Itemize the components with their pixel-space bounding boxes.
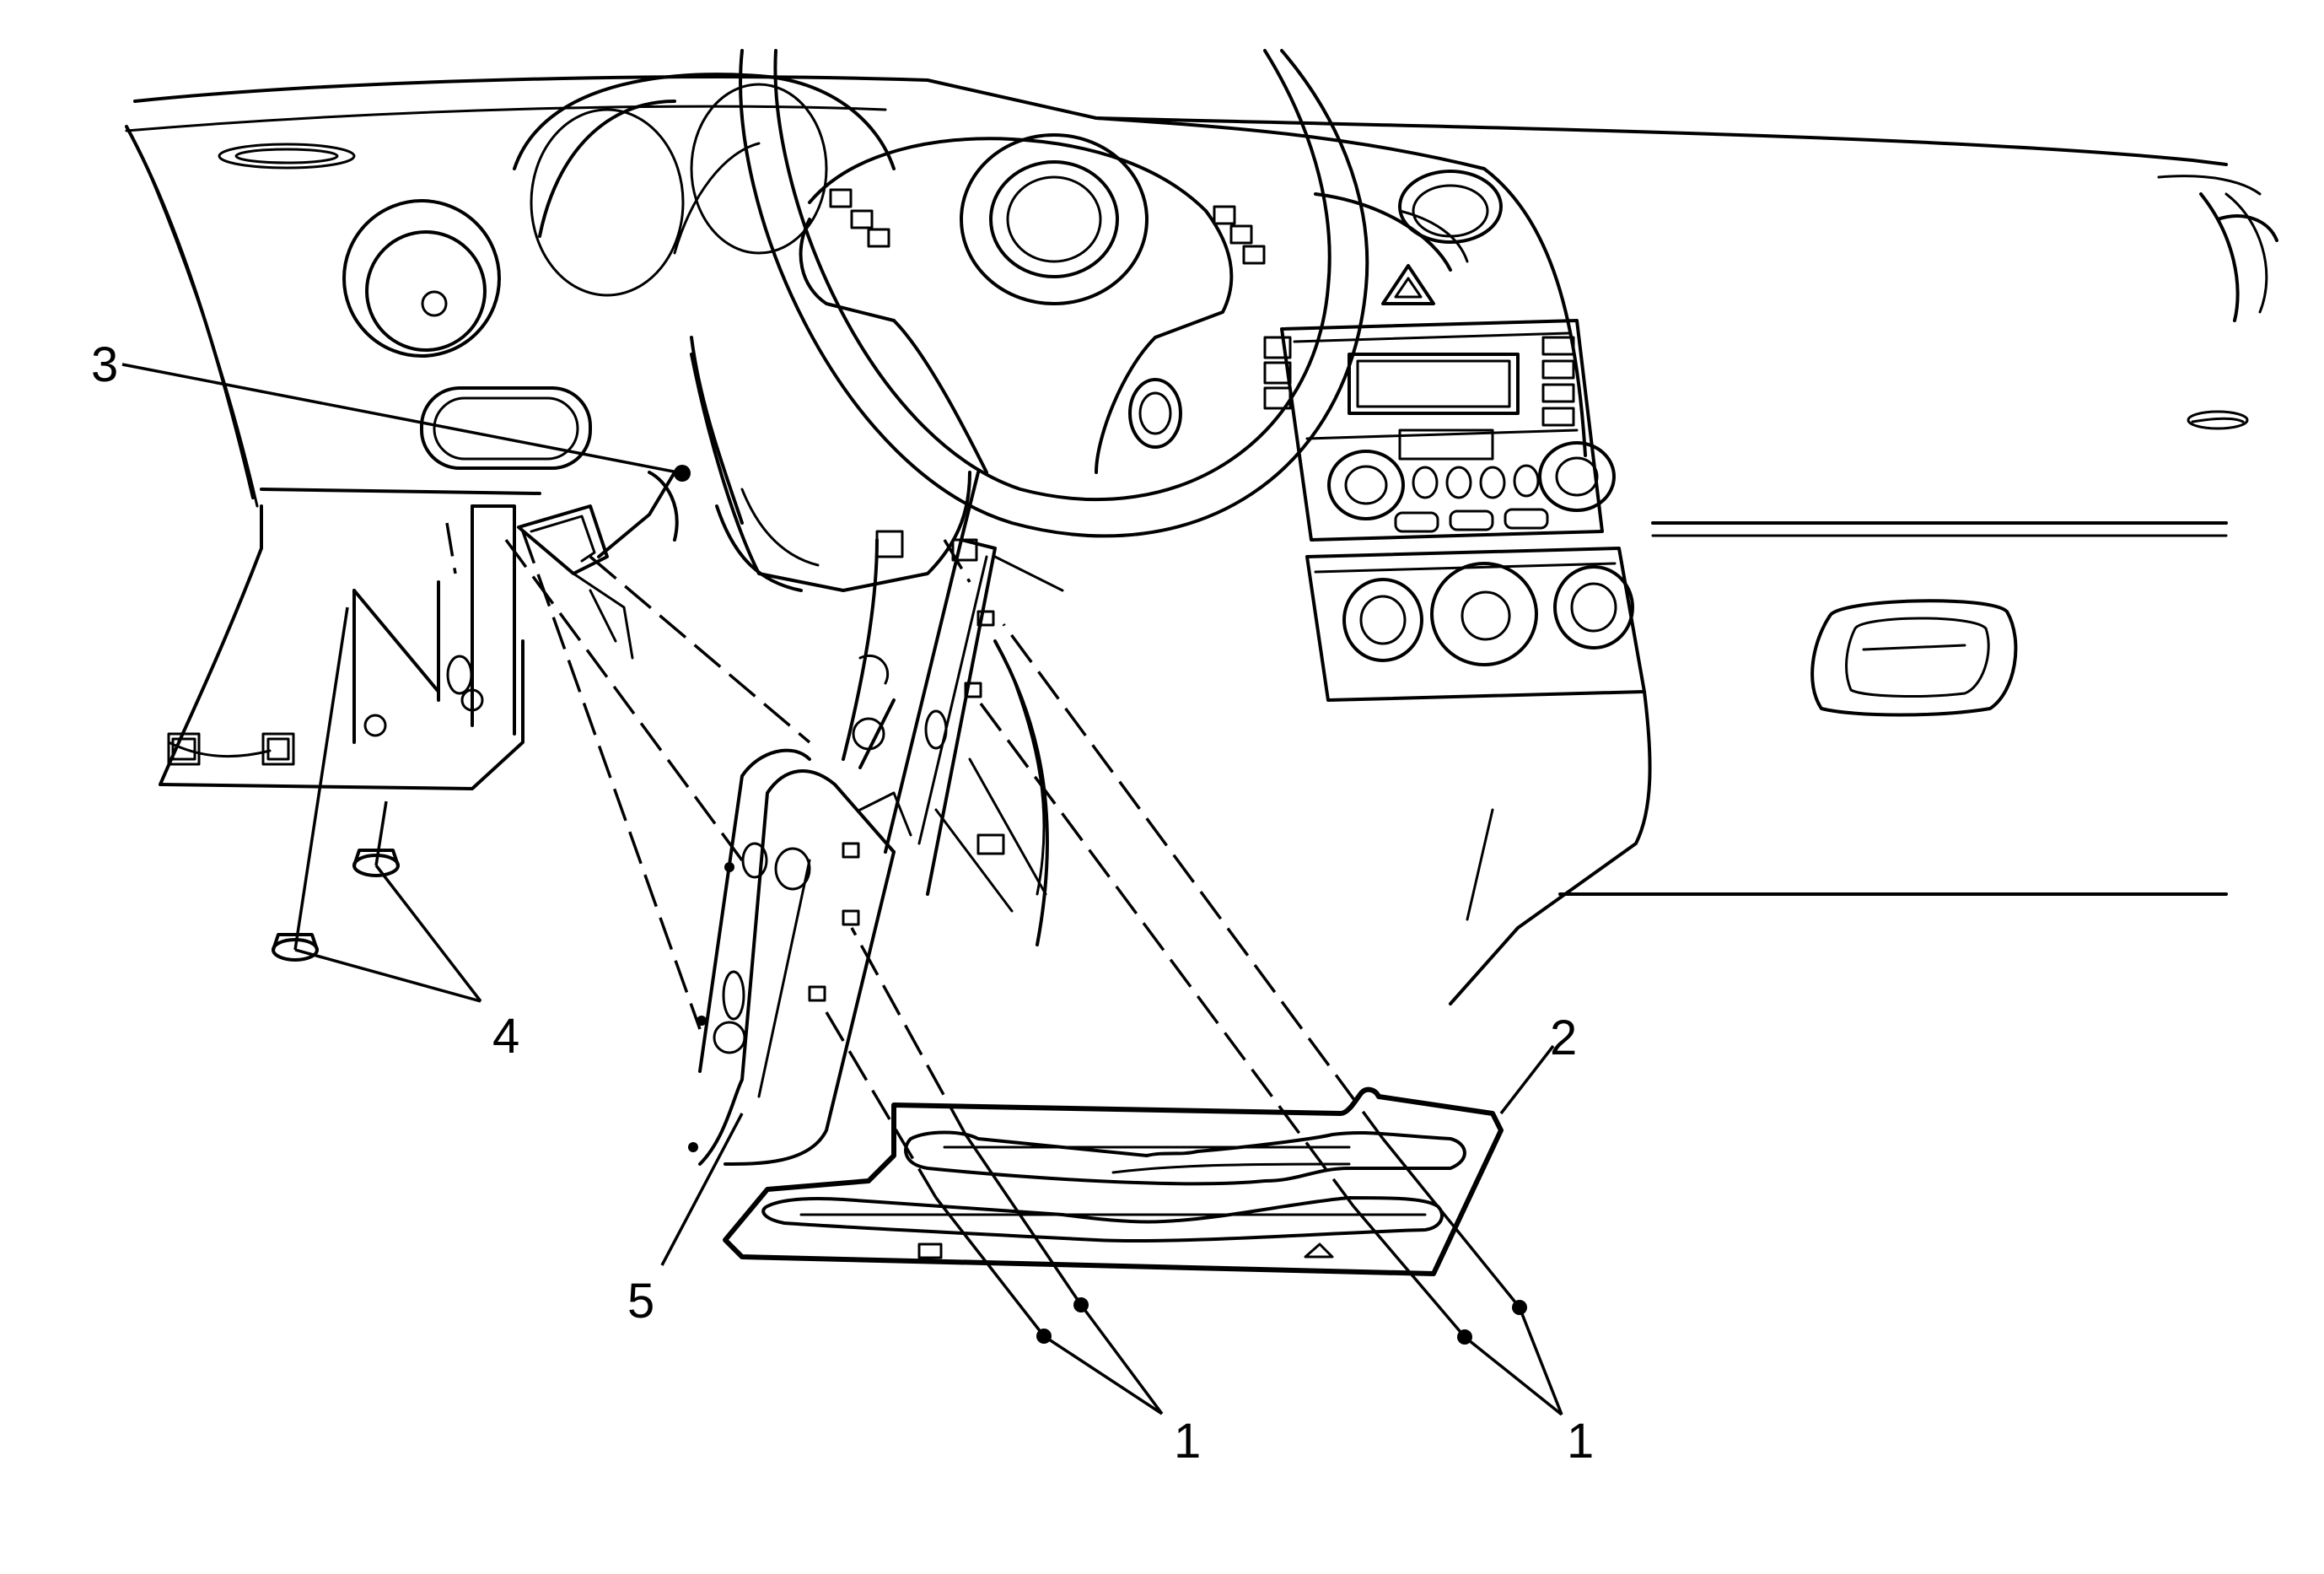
callout-5: 5: [627, 1274, 654, 1329]
callout-2: 2: [1550, 1011, 1577, 1065]
retainer-icon: [352, 849, 400, 877]
knee-bolster: [723, 1086, 1504, 1276]
steering-wheel: [739, 49, 1369, 538]
callout-1-left: 1: [1174, 1414, 1201, 1469]
callout-3: 3: [91, 337, 118, 392]
callout-4: 4: [492, 1009, 519, 1064]
callout-leaders: [121, 363, 1563, 1416]
knee-bolster-bracket: [352, 336, 1064, 1166]
retainer-icon: [272, 933, 319, 962]
fasteners: [272, 465, 1527, 1345]
callout-1-right: 1: [1567, 1414, 1594, 1469]
instrument-panel: [125, 73, 2278, 1005]
installation-lines: [293, 522, 1521, 1339]
